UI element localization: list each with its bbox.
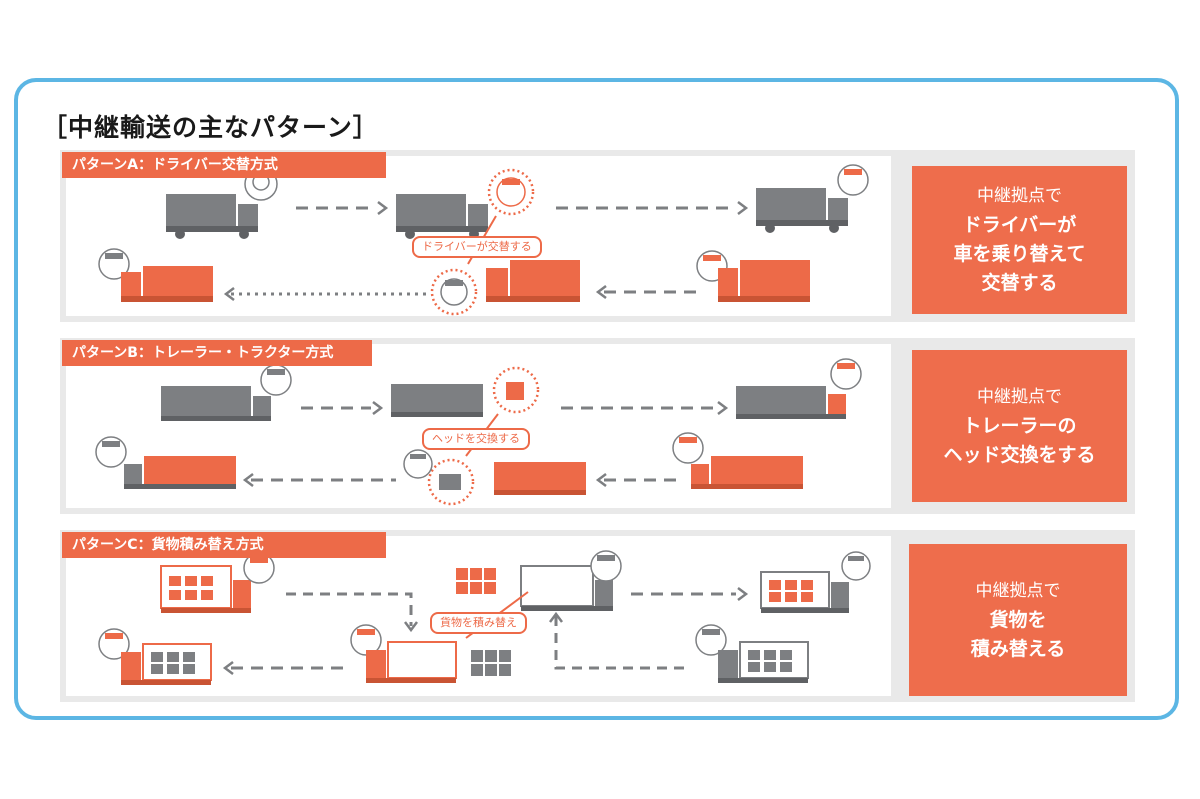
orange-boxes	[456, 568, 496, 594]
pattern-c-illustration	[98, 550, 871, 685]
orange-truck	[486, 260, 580, 302]
driver-icon	[590, 550, 622, 582]
gray-trailer-truck	[161, 386, 271, 421]
pattern-b-illustration	[95, 358, 862, 506]
pattern-c-callout: 貨物を積み替え	[430, 612, 527, 634]
route-arrow	[286, 592, 413, 626]
desc-line: 積み替える	[970, 637, 1066, 660]
desc-line: 中継拠点で	[977, 386, 1062, 407]
pattern-a-description: 中継拠点で ドライバーが 車を乗り替えて 交替する	[912, 166, 1127, 314]
driver-swap-icon	[487, 168, 535, 216]
pattern-c-panel: 貨物を積み替え パターンC：貨物積み替え方式 中継拠点で 貨物を 積み替える	[60, 530, 1135, 702]
gray-cargo-truck	[760, 571, 849, 613]
driver-icon	[260, 364, 292, 396]
gray-truck	[396, 194, 488, 239]
pattern-a-illustration	[98, 164, 869, 316]
driver-icon	[830, 358, 862, 390]
gray-trailer	[391, 384, 483, 417]
gray-truck	[166, 194, 258, 239]
desc-line: 貨物を	[989, 608, 1047, 631]
orange-truck	[121, 266, 213, 302]
driver-icon	[403, 449, 433, 479]
pattern-b-tag: パターンB：トレーラー・トラクター方式	[62, 340, 372, 366]
head-swap-icon	[427, 458, 475, 506]
orange-trailer-truck	[691, 456, 803, 489]
gray-cargo-truck	[718, 641, 809, 683]
route-arrow	[554, 616, 691, 670]
pattern-c-description: 中継拠点で 貨物を 積み替える	[909, 544, 1127, 696]
desc-line: 交替する	[981, 272, 1058, 294]
driver-icon	[695, 624, 727, 656]
driver-icon	[95, 436, 127, 468]
desc-line: 中継拠点で	[977, 186, 1062, 206]
empty-gray-truck	[520, 565, 613, 611]
empty-orange-truck	[366, 641, 457, 683]
pattern-c-tag: パターンC：貨物積み替え方式	[62, 532, 386, 558]
gray-truck	[756, 188, 848, 233]
orange-cargo-truck	[160, 565, 251, 613]
head-swap-icon	[492, 366, 540, 414]
driver-icon	[98, 628, 130, 660]
pattern-b-callout: ヘッドを交換する	[422, 428, 530, 450]
pattern-a-panel: ドライバーが交替する パターンA：ドライバー交替方式 中継拠点で ドライバーが …	[60, 150, 1135, 322]
pattern-b-description: 中継拠点で トレーラーの ヘッド交換をする	[912, 350, 1127, 502]
gray-boxes	[471, 650, 511, 676]
gray-head-orange-trailer	[124, 456, 236, 489]
driver-icon	[841, 551, 871, 581]
driver-icon	[672, 432, 704, 464]
desc-line: 中継拠点で	[975, 580, 1061, 601]
orange-truck	[718, 260, 810, 302]
desc-line: 車を乗り替えて	[953, 243, 1086, 265]
pattern-a-tag: パターンA：ドライバー交替方式	[62, 152, 386, 178]
driver-icon	[837, 164, 869, 196]
diagram-title: ［中継輸送の主なパターン］	[42, 113, 379, 142]
pattern-a-callout: ドライバーが交替する	[412, 236, 542, 258]
pattern-b-panel: ヘッドを交換する パターンB：トレーラー・トラクター方式 中継拠点で トレーラー…	[60, 338, 1135, 514]
orange-gray-cargo-truck	[121, 643, 212, 685]
driver-icon	[350, 624, 382, 656]
driver-icon	[98, 248, 130, 280]
desc-line: ドライバーが	[962, 214, 1077, 236]
desc-line: ヘッド交換をする	[943, 443, 1096, 466]
driver-swap-icon	[430, 268, 478, 316]
orange-trailer	[494, 462, 586, 495]
gray-trailer-orange-head	[736, 386, 846, 419]
desc-line: トレーラーの	[962, 414, 1077, 437]
